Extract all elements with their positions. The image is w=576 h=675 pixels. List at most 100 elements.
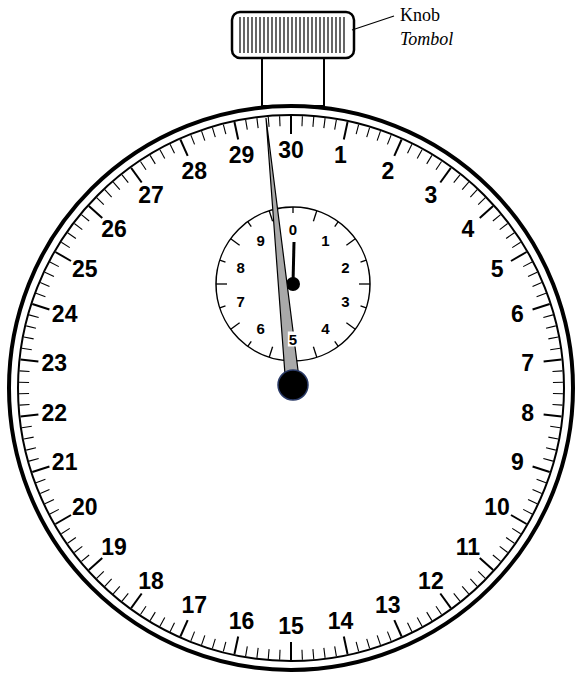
- tick: [122, 593, 128, 601]
- tick: [377, 131, 380, 140]
- tick: [40, 283, 49, 287]
- tick: [122, 175, 128, 183]
- tick: [299, 17, 300, 53]
- tick: [543, 458, 553, 461]
- tick: [290, 642, 292, 660]
- tick: [279, 17, 280, 53]
- tick: [480, 558, 493, 570]
- tick: [287, 17, 288, 53]
- tick: [500, 224, 508, 230]
- second-number: 23: [42, 352, 68, 375]
- tick: [356, 125, 358, 135]
- tick: [550, 348, 560, 349]
- tick: [259, 17, 260, 53]
- tick: [546, 326, 556, 328]
- tick: [26, 326, 36, 328]
- tick: [246, 120, 248, 130]
- tick: [160, 618, 165, 627]
- tick: [394, 140, 401, 156]
- tick: [257, 648, 258, 658]
- second-number: 28: [181, 159, 207, 182]
- tick: [191, 632, 195, 641]
- tick: [553, 393, 563, 394]
- tick: [454, 593, 460, 601]
- minute-number: 1: [320, 232, 330, 247]
- tick: [544, 360, 562, 362]
- tick: [170, 144, 174, 153]
- tick: [180, 140, 187, 156]
- tick: [387, 135, 391, 144]
- tick: [269, 211, 272, 221]
- tick: [105, 579, 112, 586]
- tick: [55, 252, 71, 261]
- tick: [216, 283, 227, 284]
- tick: [248, 222, 252, 227]
- tick: [533, 466, 550, 472]
- tick: [493, 555, 501, 561]
- tick: [248, 341, 252, 346]
- tick: [533, 283, 542, 287]
- tick: [292, 207, 293, 213]
- knob-stem: [262, 56, 324, 106]
- tick: [407, 144, 411, 153]
- tick: [387, 632, 391, 641]
- minute-number: 0: [288, 222, 298, 237]
- tick: [68, 233, 76, 239]
- tick: [279, 116, 281, 126]
- tick: [506, 233, 514, 239]
- second-number: 5: [491, 258, 504, 281]
- tick: [20, 415, 38, 417]
- tick: [22, 348, 32, 349]
- tick: [436, 161, 442, 169]
- tick: [234, 122, 238, 140]
- second-number: 22: [42, 401, 68, 424]
- second-number: 13: [375, 594, 401, 617]
- tick: [548, 437, 558, 439]
- tick: [220, 306, 226, 308]
- tick: [493, 215, 501, 221]
- tick: [251, 17, 252, 53]
- tick: [61, 242, 69, 247]
- tick: [267, 17, 268, 53]
- tick: [268, 649, 270, 659]
- minute-number: 4: [320, 321, 330, 336]
- tick: [24, 437, 34, 439]
- tick: [45, 500, 54, 504]
- tick: [36, 293, 45, 296]
- second-ticks: [19, 116, 563, 660]
- tick: [533, 490, 542, 494]
- tick: [346, 239, 355, 245]
- tick: [313, 211, 316, 221]
- tick: [523, 509, 532, 514]
- tick: [552, 370, 562, 372]
- tick: [301, 650, 303, 660]
- tick: [113, 586, 120, 594]
- second-number: 30: [278, 139, 304, 162]
- tick: [313, 347, 316, 357]
- tick: [24, 337, 34, 339]
- tick: [36, 479, 45, 482]
- tick: [131, 593, 142, 608]
- tick: [269, 347, 272, 357]
- tick: [307, 17, 308, 53]
- tick: [343, 17, 344, 53]
- tick: [22, 426, 32, 427]
- tick: [97, 571, 104, 578]
- tick: [32, 466, 49, 472]
- tick: [506, 538, 514, 544]
- tick: [331, 17, 332, 53]
- tick: [324, 648, 325, 658]
- tick: [283, 17, 284, 53]
- tick: [89, 206, 102, 218]
- second-number: 26: [101, 217, 127, 240]
- tick: [140, 161, 146, 169]
- tick: [223, 125, 225, 135]
- tick: [257, 118, 258, 128]
- tick: [234, 636, 238, 654]
- tick: [131, 168, 142, 183]
- second-number: 7: [521, 352, 534, 375]
- tick: [150, 155, 155, 164]
- tick: [533, 304, 550, 310]
- tick: [335, 222, 339, 227]
